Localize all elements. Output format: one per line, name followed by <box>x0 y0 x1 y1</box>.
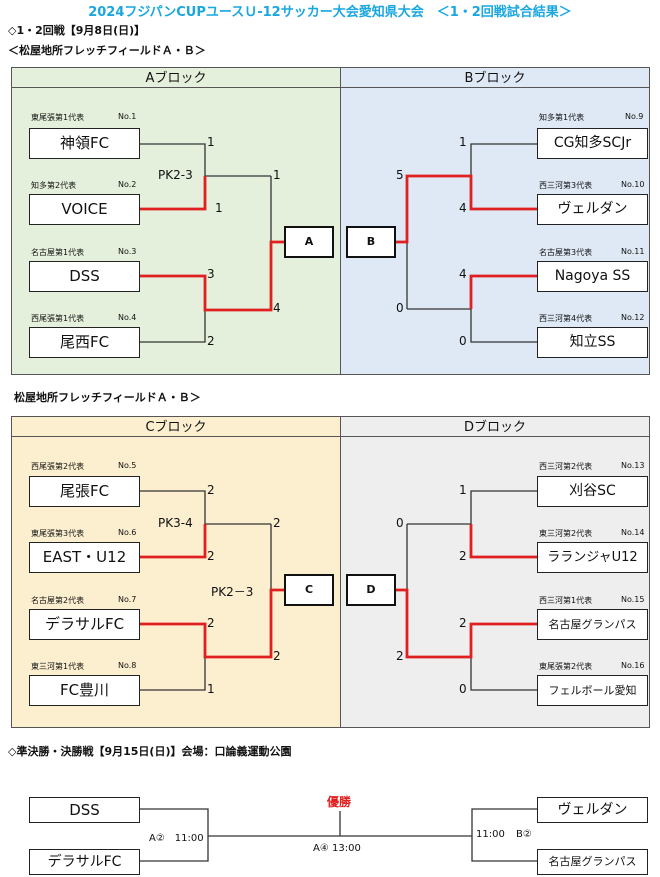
seed-number: No.11 <box>621 247 645 256</box>
seed-label: 東尾張第1代表 <box>31 113 85 122</box>
team-box-d2: ラランジャU12 <box>537 542 648 573</box>
seed-label: 西尾張第1代表 <box>31 314 85 323</box>
team-box-a1: 神領FC <box>29 128 140 159</box>
score-d-r2-2: 2 <box>396 649 404 663</box>
seed-label: 西三河第3代表 <box>539 181 593 190</box>
seed-number: No.15 <box>621 595 645 604</box>
winner-box-b: B <box>346 226 396 258</box>
seed-number: No.7 <box>118 595 137 604</box>
score-c-r2-2: 2 <box>273 649 281 663</box>
score-a-r1-2: 1 <box>215 201 223 215</box>
champion-label: 優勝 <box>327 795 352 809</box>
score-c-r1-4: 1 <box>207 682 215 696</box>
team-box-a4: 尾西FC <box>29 327 140 358</box>
final-match: A④ 13:00 <box>313 843 361 854</box>
seed-number: No.3 <box>118 247 137 256</box>
seed-label: 東尾張第3代表 <box>31 529 85 538</box>
score-c-r2-1: 2 <box>273 516 281 530</box>
score-a-r2-1: 1 <box>273 168 281 182</box>
team-box-d3: 名古屋グランパス <box>537 609 648 640</box>
pk-c: PK3-4 <box>158 516 193 530</box>
team-box-c4: FC豊川 <box>29 675 140 706</box>
score-b-r2-1: 5 <box>396 168 404 182</box>
score-c-r1-1: 2 <box>207 483 215 497</box>
team-box-c1: 尾張FC <box>29 476 140 507</box>
final-left-team-2: デラサルFC <box>29 849 140 875</box>
final-right-team-1: ヴェルダン <box>537 797 648 823</box>
seed-number: No.8 <box>118 661 137 670</box>
seed-label: 西尾張第2代表 <box>31 462 85 471</box>
final-left-team-1: DSS <box>29 797 140 823</box>
seed-number: No.14 <box>621 528 645 537</box>
semifinal-right-code: B② <box>516 829 532 840</box>
score-c-r1-2: 2 <box>207 549 215 563</box>
seed-label: 知多第2代表 <box>31 181 77 190</box>
venue-cd: 松屋地所フレッチフィールドＡ・Ｂ＞ <box>14 391 201 404</box>
score-a-r1-3: 3 <box>207 267 215 281</box>
pk-a: PK2-3 <box>158 168 193 182</box>
block-c-header: Cブロック <box>11 416 341 437</box>
score-d-r1-3: 2 <box>459 616 467 630</box>
team-box-d1: 刈谷SC <box>537 476 648 507</box>
seed-number: No.1 <box>118 112 137 121</box>
score-a-r2-2: 4 <box>273 301 281 315</box>
seed-label: 東三河第1代表 <box>31 662 85 671</box>
winner-box-c: C <box>284 574 334 606</box>
seed-number: No.5 <box>118 461 137 470</box>
score-b-r1-4: 0 <box>459 334 467 348</box>
score-b-r1-3: 4 <box>459 267 467 281</box>
seed-label: 東尾張第2代表 <box>539 662 593 671</box>
team-box-b3: Nagoya SS <box>537 261 648 292</box>
seed-number: No.10 <box>621 180 645 189</box>
pk-c-final: PK2－3 <box>211 585 254 599</box>
score-d-r1-2: 2 <box>459 549 467 563</box>
score-d-r1-4: 0 <box>459 682 467 696</box>
seed-number: No.12 <box>621 313 645 322</box>
seed-label: 知多第1代表 <box>539 113 585 122</box>
seed-label: 東三河第2代表 <box>539 529 593 538</box>
seed-label: 西三河第4代表 <box>539 314 593 323</box>
team-box-c2: EAST・U12 <box>29 542 140 573</box>
team-box-d4: フェルボール愛知 <box>537 675 648 706</box>
seed-label: 名古屋第1代表 <box>31 248 85 257</box>
team-box-b2: ヴェルダン <box>537 194 648 225</box>
score-d-r1-1: 1 <box>459 483 467 497</box>
final-right-team-2: 名古屋グランパス <box>537 849 648 875</box>
seed-number: No.2 <box>118 180 137 189</box>
block-d-header: Dブロック <box>340 416 650 437</box>
score-b-r1-1: 1 <box>459 135 467 149</box>
seed-label: 名古屋第2代表 <box>31 596 85 605</box>
score-a-r1-1: 1 <box>207 135 215 149</box>
semifinal-left-match: A② 11:00 <box>149 833 204 844</box>
team-box-c3: デラサルFC <box>29 609 140 640</box>
seed-label: 西三河第1代表 <box>539 596 593 605</box>
score-b-r1-2: 4 <box>459 201 467 215</box>
page-title: 2024フジパンCUPユースＵ-12サッカー大会愛知県大会 ＜1・2回戦試合結果… <box>88 5 572 20</box>
seed-number: No.4 <box>118 313 137 322</box>
final-heading: ◇準決勝・決勝戦【9月15日(日)】会場：口論義運動公園 <box>8 745 292 758</box>
winner-box-d: D <box>346 574 396 606</box>
seed-number: No.6 <box>118 528 137 537</box>
block-a-header: Aブロック <box>11 67 341 88</box>
score-d-r2-1: 0 <box>396 516 404 530</box>
seed-number: No.13 <box>621 461 645 470</box>
semifinal-right-time: 11:00 <box>476 829 505 840</box>
score-c-r1-3: 2 <box>207 616 215 630</box>
team-box-a2: VOICE <box>29 194 140 225</box>
seed-label: 名古屋第3代表 <box>539 248 593 257</box>
team-box-b4: 知立SS <box>537 327 648 358</box>
score-a-r1-4: 2 <box>207 334 215 348</box>
team-box-a3: DSS <box>29 261 140 292</box>
seed-label: 西三河第2代表 <box>539 462 593 471</box>
team-box-b1: CG知多SCJr <box>537 128 648 159</box>
block-b-header: Bブロック <box>340 67 650 88</box>
winner-box-a: A <box>284 226 334 258</box>
seed-number: No.16 <box>621 661 645 670</box>
score-b-r2-2: 0 <box>396 301 404 315</box>
round12-heading: ◇1・2回戦【9月8日(日)】 <box>8 24 146 37</box>
venue-ab: ＜松屋地所フレッチフィールドＡ・Ｂ＞ <box>8 44 206 57</box>
seed-number: No.9 <box>625 112 644 121</box>
